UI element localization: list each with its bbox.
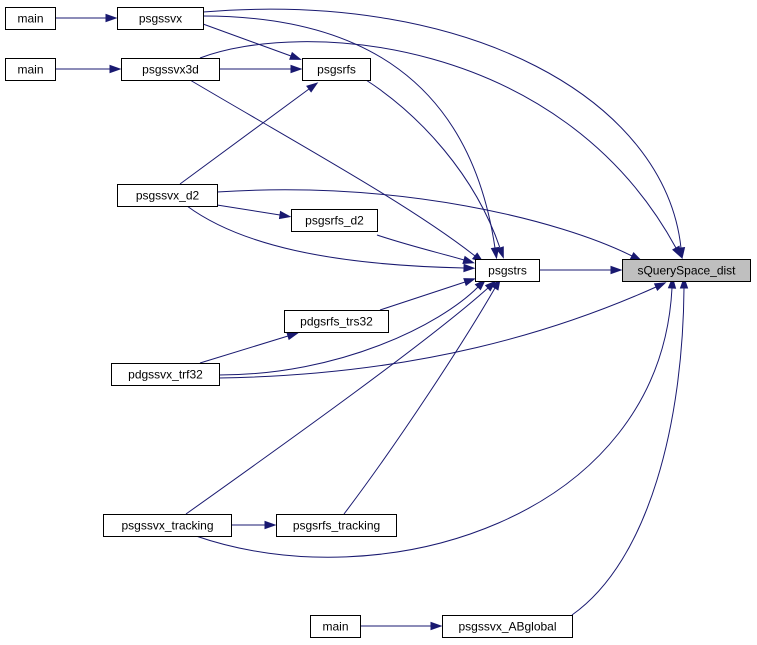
node-psgsrfs[interactable]: psgsrfs: [302, 58, 371, 81]
node-label: pdgsrfs_trs32: [300, 315, 373, 329]
node-label: main: [322, 620, 348, 634]
arrowhead: [264, 520, 277, 530]
edge-psgsrfs-to-psgstrs: [365, 79, 504, 259]
edge-psgssvx3d-to-psgsrfs: [219, 64, 303, 74]
node-psgssvx-d2[interactable]: psgssvx_d2: [117, 184, 218, 207]
node-psgstrs[interactable]: psgstrs: [475, 259, 540, 282]
arrowhead: [278, 210, 292, 220]
node-label: psgsrfs_tracking: [293, 519, 380, 533]
arrowhead: [462, 255, 476, 264]
edge-psgssvx-to-psgstrs: [202, 15, 500, 260]
arrowhead: [290, 64, 303, 74]
node-pdgssvx-trf32[interactable]: pdgssvx_trf32: [111, 363, 220, 386]
node-main-a[interactable]: main: [5, 7, 56, 30]
node-psgsrfs-d2[interactable]: psgsrfs_d2: [291, 209, 378, 232]
node-psgssvx-tracking[interactable]: psgssvx_tracking: [103, 514, 232, 537]
edge-main_b-to-psgssvx3d: [55, 64, 122, 74]
edge-psgssvx-to-squeryspace_dist: [202, 8, 686, 260]
node-pdgsrfs-trs32[interactable]: pdgsrfs_trs32: [284, 310, 389, 333]
arrowhead: [667, 276, 677, 289]
edge-psgssvx_abglobal-to-squeryspace_dist: [571, 276, 689, 616]
node-label: main: [17, 63, 43, 77]
node-label: psgstrs: [488, 264, 527, 278]
edge-psgssvx_tracking-to-psgsrfs_tracking: [231, 520, 277, 530]
node-label: psgssvx_d2: [136, 189, 200, 203]
edge-psgssvx_d2-to-psgsrfs: [179, 82, 319, 185]
arrowhead: [286, 332, 300, 341]
node-label: psgsrfs_d2: [305, 214, 364, 228]
edge-main_a-to-psgssvx: [55, 13, 118, 23]
node-psgssvx-abglobal[interactable]: psgssvx_ABglobal: [442, 615, 573, 638]
arrowhead: [463, 263, 476, 273]
arrowhead: [653, 282, 667, 292]
edge-psgssvx_d2-to-squeryspace_dist: [216, 189, 643, 262]
node-label: main: [17, 12, 43, 26]
node-label: sQuerySpace_dist: [637, 264, 736, 278]
edge-pdgssvx_trf32-to-psgstrs: [218, 278, 487, 376]
arrowhead: [105, 13, 118, 23]
arrowhead: [495, 246, 504, 259]
node-label: psgssvx: [139, 12, 182, 26]
nodes-layer: main main main psgssvx psgssvx3d psgsrfs psgss…: [5, 7, 751, 638]
edge-psgssvx3d-to-squeryspace_dist: [199, 41, 682, 259]
node-label: psgssvx_tracking: [121, 519, 213, 533]
node-psgsrfs-tracking[interactable]: psgsrfs_tracking: [276, 514, 397, 537]
edge-psgstrs-to-squeryspace_dist: [539, 265, 623, 275]
node-main-c[interactable]: main: [310, 615, 361, 638]
node-label: psgssvx3d: [142, 63, 199, 77]
edge-psgssvx_tracking-to-squeryspace_dist: [195, 276, 677, 558]
arrowhead: [289, 51, 302, 60]
arrowhead: [430, 621, 443, 631]
node-label: psgsrfs: [317, 63, 356, 77]
edge-pdgssvx_trf32-to-pdgsrfs_trs32: [199, 332, 300, 364]
node-label: pdgssvx_trf32: [128, 368, 203, 382]
edge-pdgssvx_trf32-to-squeryspace_dist: [218, 282, 667, 379]
edge-main_c-to-psgssvx_abglobal: [360, 621, 443, 631]
arrowhead: [463, 278, 476, 287]
edge-psgssvx-to-psgsrfs: [202, 23, 302, 60]
edge-pdgsrfs_trs32-to-psgstrs: [379, 278, 476, 311]
arrowhead: [474, 278, 487, 291]
arrowhead: [610, 265, 623, 275]
arrowhead: [490, 246, 500, 260]
edge-psgsrfs_d2-to-psgstrs: [376, 234, 476, 264]
edge-psgssvx_d2-to-psgstrs: [186, 205, 476, 273]
node-main-b[interactable]: main: [5, 58, 56, 81]
arrowhead: [109, 64, 122, 74]
node-psgssvx[interactable]: psgssvx: [117, 7, 204, 30]
arrowhead: [306, 82, 319, 93]
arrowhead: [672, 245, 682, 259]
edge-psgssvx_d2-to-psgsrfs_d2: [216, 204, 292, 220]
node-label: psgssvx_ABglobal: [458, 620, 556, 634]
node-psgssvx3d[interactable]: psgssvx3d: [121, 58, 220, 81]
node-squeryspace-dist[interactable]: sQuerySpace_dist: [622, 259, 751, 282]
arrowhead: [679, 276, 689, 289]
edges-layer: [55, 8, 689, 631]
